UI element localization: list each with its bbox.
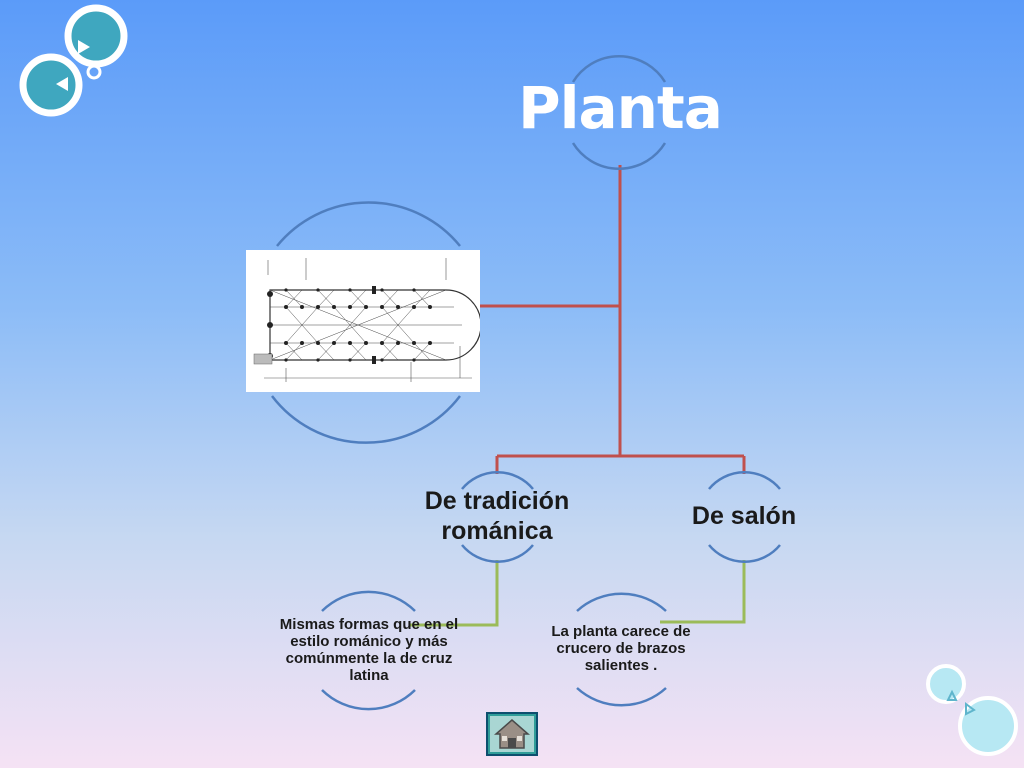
main-connectors [480,165,746,474]
diagram-title: Planta [518,74,723,142]
floor-plan-drawing [253,258,482,382]
infinity-decoration-bottom-icon [926,664,1018,756]
house-icon [490,716,534,752]
home-button[interactable] [486,712,538,756]
node-arcs [271,55,781,711]
leaf-connectors [410,560,746,627]
leaf-text-romanesque: Mismas formas que en el estilo románico … [279,616,459,684]
branch-label-hall: De salón [691,502,797,530]
leaf-text-hall: La planta carece de crucero de brazos sa… [551,623,691,674]
cathedral-floor-plan-image [246,250,482,392]
branch-label-romanesque: De tradición románica [424,487,570,545]
infinity-decoration-icon [19,4,128,117]
